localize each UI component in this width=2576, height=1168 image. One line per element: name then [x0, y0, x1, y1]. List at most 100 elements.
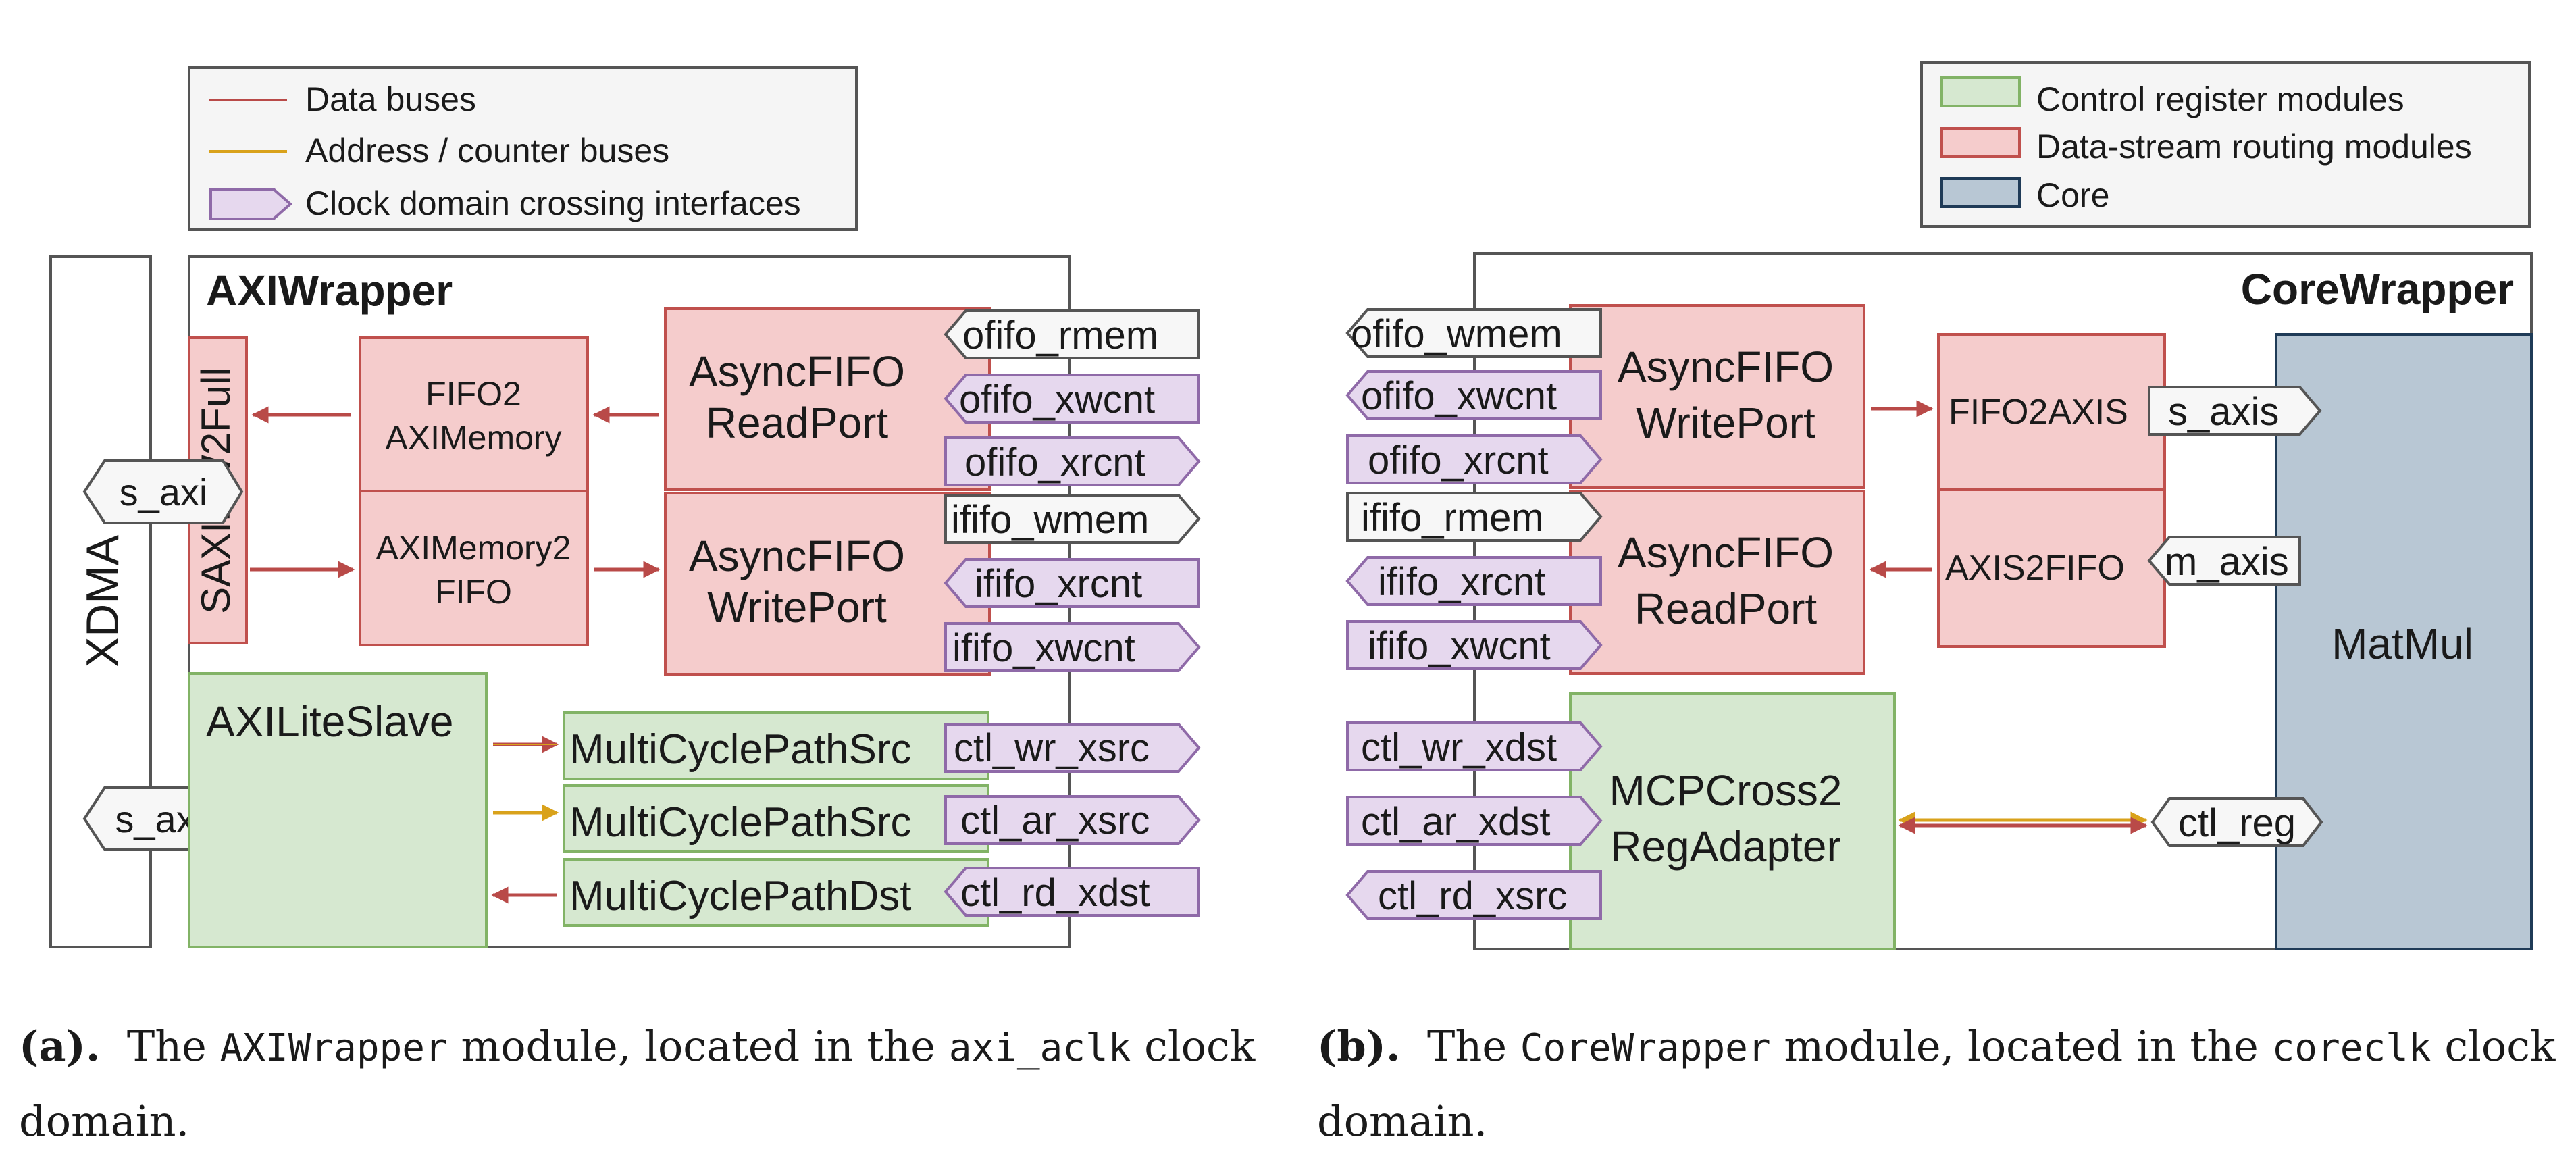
- asyncfifo-readport-core-label-1: AsyncFIFO: [1618, 528, 1834, 577]
- port-ofifo-xrcnt-label: ofifo_xrcnt: [964, 440, 1145, 484]
- matmul-label: MatMul: [2332, 619, 2473, 668]
- port-ctl-wr-xdst: [1346, 721, 1603, 771]
- caption-b-mid: module, located in the: [1784, 1021, 2259, 1071]
- port-ofifo-xwcnt-core-label: ofifo_xwcnt: [1361, 374, 1557, 418]
- port-ofifo-xrcnt: [944, 436, 1201, 486]
- port-ififo-wmem: [944, 494, 1201, 544]
- legend-core-swatch: [1940, 177, 2021, 208]
- axis2fifo-label: AXIS2FIFO: [1945, 549, 2125, 588]
- port-ififo-xrcnt-core-label: ififo_xrcnt: [1378, 560, 1545, 604]
- port-ctl-rd-xdst: [944, 867, 1200, 917]
- fifo2aximemory-block: [359, 336, 589, 492]
- port-ififo-xrcnt-core: [1345, 556, 1602, 606]
- s-axi-label: s_axi: [120, 471, 208, 513]
- legend-address-bus-label: Address / counter buses: [305, 132, 669, 170]
- caption-b-post: clock domain.: [1317, 1021, 2556, 1146]
- port-ofifo-wmem-label: ofifo_wmem: [1351, 312, 1562, 356]
- port-ctl-ar-xdst: [1346, 796, 1603, 846]
- ctl-reg-label: ctl_reg: [2178, 801, 2296, 845]
- port-ififo-xwcnt-core: [1346, 620, 1603, 670]
- fifo2axis-label: FIFO2AXIS: [1949, 392, 2128, 432]
- port-ctl-ar-xsrc-label: ctl_ar_xsrc: [960, 798, 1150, 842]
- port-ctl-ar-xdst-label: ctl_ar_xdst: [1361, 800, 1550, 844]
- asyncfifo-readport-core-block: [1569, 490, 1865, 675]
- caption-a-post: clock domain.: [19, 1021, 1256, 1146]
- aximemory2fifo-label-2: FIFO: [435, 573, 512, 611]
- m-axis-label: m_axis: [2165, 540, 2289, 584]
- caption-b: (b). The CoreWrapper module, located in …: [1317, 1010, 2573, 1158]
- mcp-src-ar-block: [563, 784, 989, 853]
- legend-left: Data buses Address / counter buses Clock…: [188, 66, 858, 231]
- legend-cdc-swatch: [209, 188, 293, 220]
- panel-axiwrapper: XDMA AXIWrapper SAXIRW2Full s_axi s_axil…: [49, 255, 1201, 948]
- asyncfifo-readport-core-label-2: ReadPort: [1634, 584, 1818, 633]
- port-ctl-ar-xsrc: [944, 795, 1201, 845]
- port-ctl-wr-xsrc: [944, 723, 1201, 773]
- caption-a-code1: AXIWrapper: [220, 1026, 448, 1070]
- port-ififo-xrcnt: [944, 558, 1200, 608]
- port-ctl-wr-xsrc-label: ctl_wr_xsrc: [954, 726, 1150, 770]
- port-ctl-rd-xsrc-label: ctl_rd_xsrc: [1378, 874, 1567, 918]
- mcp-src-ar-label: MultiCyclePathSrc: [569, 799, 911, 846]
- matmul-block: [2275, 333, 2533, 950]
- asyncfifo-writeport-core-label-1: AsyncFIFO: [1618, 342, 1834, 391]
- port-ofifo-wmem: [1345, 308, 1602, 358]
- port-ofifo-xwcnt-label: ofifo_xwcnt: [959, 378, 1155, 422]
- caption-a-pre: The: [126, 1021, 207, 1071]
- legend-routing-swatch: [1940, 127, 2021, 158]
- fifo2aximemory-label-1: FIFO2: [426, 375, 521, 413]
- port-ofifo-rmem: [944, 309, 1200, 359]
- axiliteslave-label: AXILiteSlave: [206, 697, 453, 746]
- legend-right: Control register modules Data-stream rou…: [1920, 61, 2531, 228]
- port-ififo-rmem-label: ififo_rmem: [1361, 496, 1544, 540]
- legend-routing-label: Data-stream routing modules: [2036, 128, 2472, 166]
- legend-core-label: Core: [2036, 176, 2109, 214]
- asyncfifo-writeport-core-label-2: WritePort: [1636, 399, 1815, 447]
- xdma-label: XDMA: [77, 534, 128, 667]
- asyncfifo-readport-block: [664, 307, 991, 491]
- asyncfifo-writeport-block: [664, 492, 991, 676]
- port-ififo-xwcnt-label: ififo_xwcnt: [952, 626, 1135, 670]
- port-ofifo-xwcnt: [944, 374, 1200, 424]
- corewrapper-title: CoreWrapper: [2241, 265, 2514, 313]
- m-axis-port: [2147, 536, 2301, 586]
- mcp-src-wr-label: MultiCyclePathSrc: [569, 726, 911, 773]
- port-ofifo-xrcnt-core-label: ofifo_xrcnt: [1368, 438, 1549, 482]
- asyncfifo-writeport-core-block: [1569, 304, 1865, 489]
- caption-a-code2: axi_aclk: [948, 1026, 1131, 1070]
- asyncfifo-readport-label-1: AsyncFIFO: [689, 347, 905, 396]
- s-axi-port: [82, 459, 244, 524]
- fifo2aximemory-label-2: AXIMemory: [385, 419, 561, 457]
- legend-control-label: Control register modules: [2036, 80, 2404, 118]
- mcp-dst-rd-label: MultiCyclePathDst: [569, 873, 911, 919]
- asyncfifo-writeport-label-2: WritePort: [707, 583, 887, 632]
- caption-b-pre: The: [1427, 1021, 1508, 1071]
- s-axis-label: s_axis: [2168, 390, 2279, 434]
- port-ctl-rd-xsrc: [1345, 870, 1602, 920]
- caption-a: (a). The AXIWrapper module, located in t…: [19, 1010, 1275, 1158]
- legend-cdc-label: Clock domain crossing interfaces: [305, 184, 801, 222]
- mcpcross2regadapter-label-1: MCPCross2: [1609, 766, 1843, 815]
- caption-a-mid: module, located in the: [461, 1021, 935, 1071]
- port-ififo-xwcnt-core-label: ififo_xwcnt: [1368, 624, 1551, 668]
- port-ofifo-rmem-label: ofifo_rmem: [962, 313, 1158, 357]
- port-ififo-xrcnt-label: ififo_xrcnt: [975, 562, 1142, 606]
- caption-b-code1: CoreWrapper: [1520, 1026, 1771, 1070]
- ctl-reg-port: [2150, 797, 2323, 847]
- port-ctl-rd-xdst-label: ctl_rd_xdst: [960, 871, 1150, 915]
- aximemory2fifo-block: [359, 490, 589, 646]
- fifo2axis-block: [1937, 333, 2166, 491]
- s-axis-port: [2148, 386, 2322, 436]
- port-ififo-xwcnt: [944, 622, 1201, 672]
- port-ififo-wmem-label: ififo_wmem: [951, 498, 1149, 542]
- caption-a-label: (a).: [19, 1021, 101, 1071]
- panel-corewrapper: CoreWrapper MatMul AsyncFIFO WritePort A…: [1345, 252, 2533, 950]
- port-ctl-wr-xdst-label: ctl_wr_xdst: [1361, 726, 1557, 769]
- legend-control-swatch: [1940, 76, 2021, 107]
- legend-data-bus-label: Data buses: [305, 80, 476, 118]
- caption-b-label: (b).: [1317, 1021, 1401, 1071]
- mcp-src-wr-block: [563, 711, 989, 780]
- caption-b-code2: coreclk: [2271, 1026, 2431, 1070]
- asyncfifo-writeport-label-1: AsyncFIFO: [689, 532, 905, 580]
